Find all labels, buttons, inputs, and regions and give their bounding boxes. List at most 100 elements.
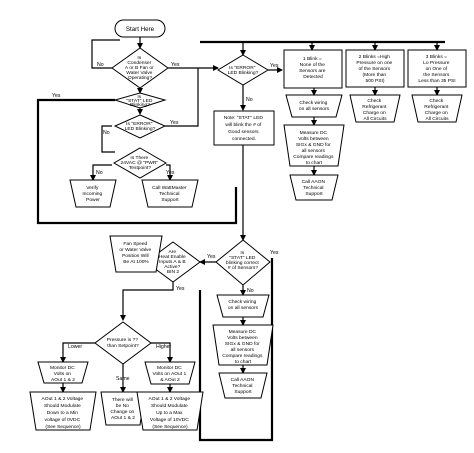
edge-label-no: No (246, 97, 253, 103)
note-stat-led: Note: "STAT" LED will blink the # of Goo… (213, 110, 275, 146)
action-fan-speed: Fan Speed or Water Valve Position Will B… (109, 235, 163, 273)
edge-label-yes: Yes (207, 254, 216, 260)
decision-pressure-line: Pressure is ?? (107, 337, 139, 343)
edge-label-yes: Yes (52, 93, 61, 99)
action-call-aaon-2-line: Technical (232, 383, 252, 389)
edge-label-no: No (103, 130, 110, 136)
action-measure-2-line: all sensors (231, 347, 255, 353)
decision-stat-correct: Is "STAT" LED blinking correct # of Sens… (215, 239, 271, 286)
decision-heat-enable-line: Inputs A & B (159, 259, 186, 265)
action-monitor-higher-line: & AOut 2 (160, 377, 180, 383)
box-1-blink-line: Sensors are (299, 68, 326, 74)
edge-labels: No Yes Yes No Yes No No Yes Yes No No Ye… (52, 62, 279, 382)
decision-heat-enable-line: BIN 2 (167, 269, 180, 275)
connectors (36, 37, 445, 442)
action-check-refrig-3-line: Charge on (425, 110, 448, 116)
edge-label-no: No (97, 62, 104, 68)
svg-text:AOut 1 & 2 Voltage Shoul: AOut 1 & 2 Voltage Should Modulate Up to… (149, 396, 192, 430)
decision-condenser-line: Condenser (127, 60, 151, 66)
action-verify-power-line: Power (86, 197, 100, 203)
note-stat-led-line: Note: "STAT" LED (224, 115, 264, 121)
action-monitor-lower: Monitor DC Volts on AOut 1 & 2 (37, 361, 89, 384)
note-stat-led-line: connected. (232, 136, 256, 142)
action-measure-2-line: SIGx & GND for (225, 341, 260, 347)
result-same-line: There will (112, 397, 133, 403)
action-call-aaon-1-line: Technical (303, 185, 323, 191)
action-call-aaon-1-line: Call AAON (302, 179, 326, 185)
decision-pressure-line: than Setpoint? (107, 343, 139, 349)
box-2-blinks-line: 2 Blinks =High (359, 54, 391, 60)
action-verify-power: Verify Incoming Power (69, 179, 117, 208)
decision-condenser-line: Operating? (128, 75, 152, 81)
svg-text:Is "ERROR" LED Blinking?: Is "ERROR" LED Blinking? (228, 65, 259, 76)
start-node: Start Here (114, 19, 166, 38)
action-monitor-higher-line: Monitor DC (157, 365, 182, 371)
result-higher-line: AOut 1 & 2 Voltage (149, 396, 191, 402)
edge-label-yes: Yes (270, 63, 279, 69)
box-2-blinks: 2 Blinks =High Pressure on one of the Se… (345, 49, 405, 88)
action-check-wiring-1: Check wiring on all sensors (285, 94, 343, 118)
decision-pwr-line: 24VAC @ "PWR" (120, 160, 158, 166)
decision-stat-blinking-line: Blinking? (130, 102, 150, 108)
svg-text:Check Refrigerant: Check Refrigerant Charge on All Circuits (424, 98, 450, 122)
edge-label-yes: Yes (176, 286, 185, 292)
decision-stat-correct-line: Is (240, 250, 244, 256)
result-higher-line: (See Sequence) (152, 424, 188, 430)
result-higher: AOut 1 & 2 Voltage Should Modulate Up to… (136, 391, 204, 431)
box-2-blinks-line: 500 PSI) (365, 78, 384, 84)
action-measure-1-line: Compare readings (293, 154, 334, 160)
box-2-blinks-line: (More than (362, 72, 386, 78)
decision-pressure: Pressure is ?? than Setpoint? (94, 321, 152, 365)
decision-pwr-line: Testpoint? (129, 165, 152, 171)
svg-text:Fan Speed or Water Valve: Fan Speed or Water Valve Position Will B… (119, 241, 152, 265)
action-call-wattmaster-line: Call WattMaster (152, 185, 187, 191)
box-2-blinks-line: of the Sensors (359, 66, 391, 72)
svg-text:Call WattMaster Technica: Call WattMaster Technical Support (152, 185, 188, 203)
svg-text:Measure DC Volts between: Measure DC Volts between SIGx & GND for … (293, 130, 335, 166)
start-label: Start Here (126, 26, 155, 33)
decision-heat-enable-line: Active? (164, 264, 180, 270)
edge-label-no: No (247, 288, 254, 294)
decision-pwr: Is There 24VAC @ "PWR" Testpoint? (112, 147, 168, 179)
svg-text:Monitor DC Volts on: Monitor DC Volts on AOut 1 & 2 (50, 365, 76, 383)
svg-text:Note: "STAT" LED will bl: Note: "STAT" LED will blink the # of Goo… (224, 115, 265, 142)
action-fan-speed-line: or Water Valve (119, 247, 151, 253)
action-measure-1-line: all sensors (302, 148, 326, 154)
action-fan-speed-line: Fan Speed (123, 241, 147, 247)
svg-text:Check Refrigerant: Check Refrigerant Charge on All Circuits (362, 98, 388, 122)
box-3-blinks-line: Lo Pressure (423, 60, 450, 66)
edge-label-lower: Lower (68, 344, 82, 350)
action-check-refrig-3-line: All Circuits (425, 116, 449, 122)
decision-condenser-line: Water Valve (126, 70, 152, 76)
svg-text:Is "STAT" LED blin: Is "STAT" LED blinking correct # of Sens… (226, 250, 260, 271)
svg-text:Is "ERROR" LED Blinking?: Is "ERROR" LED Blinking? (125, 121, 156, 132)
action-measure-2-line: Measure DC (229, 329, 257, 335)
note-stat-led-line: Good sensors (228, 129, 259, 135)
result-lower: AOut 1 & 2 Voltage Should Modulate Down … (29, 391, 97, 431)
edge-label-yes: Yes (166, 170, 175, 176)
edge-label-yes: Yes (170, 120, 179, 126)
result-higher-line: Up to a Max (156, 410, 183, 416)
decision-condenser: Is Condenser A or B Fan or Water Valve O… (111, 47, 169, 89)
action-check-wiring-2-line: Check wiring (228, 299, 256, 305)
action-measure-2-line: Compare readings (222, 353, 263, 359)
action-monitor-higher-line: Volts on AOut 1 (152, 371, 186, 377)
action-call-aaon-1-line: Support (305, 191, 323, 197)
action-check-refrig-2-line: Refrigerant (362, 104, 387, 110)
result-lower-line: voltage of 0VDC (45, 417, 81, 423)
box-3-blinks-line: the Sensors (423, 72, 450, 78)
action-monitor-lower-line: AOut 1 & 2 (51, 377, 75, 383)
action-fan-speed-line: Be At 100% (123, 259, 149, 265)
decision-error-led-2-line: LED Blinking? (125, 126, 156, 132)
result-higher-line: Voltage of 10VDC (150, 417, 189, 423)
box-3-blinks: 3 Blinks = Lo Pressure on One of the Sen… (407, 49, 467, 88)
svg-text:AOut 1 & 2 Voltage Shoul: AOut 1 & 2 Voltage Should Modulate Down … (42, 396, 85, 430)
box-3-blinks-line: Less than 35 PSI (418, 78, 455, 84)
decision-pwr-line: Is There (130, 155, 148, 161)
svg-text:Check wiring on all sens: Check wiring on all sensors (299, 100, 330, 112)
action-measure-1-line: SIGx & GND for (296, 142, 331, 148)
svg-text:Is There 24VAC @ "PWR": Is There 24VAC @ "PWR" Testpoint? (120, 155, 159, 171)
svg-text:Is "STAT" LED Blin: Is "STAT" LED Blinking? (126, 94, 153, 108)
decision-stat-correct-line: blinking correct (226, 260, 260, 266)
